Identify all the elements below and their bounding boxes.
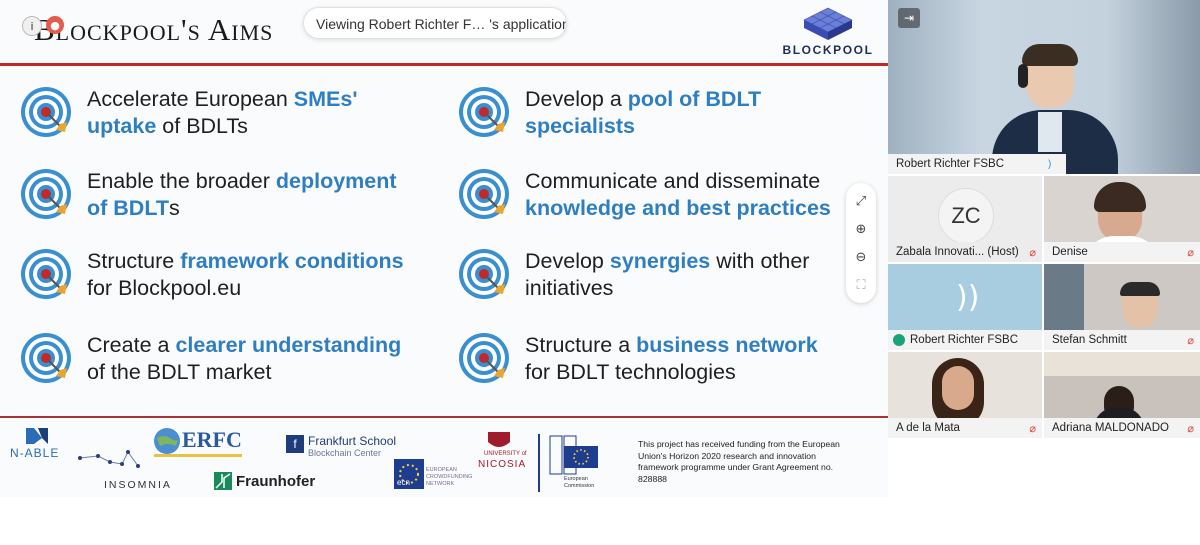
constellation-icon [78,450,140,468]
speaker-video-tile[interactable]: ⇥ Robert Richter FSBC ) [888,0,1200,174]
shelf-background [1044,352,1200,376]
participant-tile[interactable]: )) Robert Richter FSBC [888,264,1042,350]
speaking-icon: ) [1048,159,1052,170]
aim-item: Develop a pool of BDLT specialists [458,86,761,140]
target-icon [21,87,71,137]
erfc-logo: ERFC [152,426,244,457]
meeting-toolbar: i ● [22,16,64,36]
aim-text: Structure framework conditions for Block… [87,249,404,300]
headset-icon [1018,64,1028,88]
eu-stars-icon [394,459,424,489]
mic-muted-icon: ⌀ [1187,246,1194,259]
aim-text: Structure a business network for BDLT te… [525,333,818,384]
target-icon [459,169,509,219]
partner-divider [538,434,540,492]
globe-icon [154,428,180,454]
participant-tile[interactable]: Stefan Schmitt ⌀ [1044,264,1200,350]
collapse-panel-icon[interactable]: ⇥ [898,8,920,28]
fraunhofer-logo: Fraunhofer [214,471,324,493]
european-commission-icon [549,435,598,475]
speaker-collar [1038,112,1062,152]
footer-divider [0,416,888,418]
aim-item: Structure framework conditions for Block… [20,248,404,302]
unic-crest-icon [488,432,510,447]
university-of-nicosia-logo: UNIVERSITY of NICOSIA [476,432,536,472]
title-divider [0,63,888,66]
fraunhofer-mark-icon [214,472,232,490]
aim-text: Develop a pool of BDLT specialists [525,87,762,138]
target-icon [459,87,509,137]
aim-item: Create a clearer understanding of the BD… [20,332,401,386]
funding-statement: This project has received funding from t… [638,439,840,484]
aim-item: Accelerate European SMEs' uptake of BDLT… [20,86,357,140]
target-icon [459,333,509,383]
aim-item: Structure a business network for BDLT te… [458,332,818,386]
participant-avatar: ZC [938,188,994,244]
target-icon [21,169,71,219]
panel-empty-space [888,440,1200,545]
aim-text: Communicate and disseminate knowledge an… [525,169,831,220]
mic-muted-icon: ⌀ [1187,422,1194,435]
target-icon [21,333,71,383]
fullscreen-icon[interactable]: ⛶ [856,277,866,293]
participant-name: A de la Mata [888,418,1042,438]
speaker-hair [1022,44,1078,66]
participant-tile[interactable]: ZC Zabala Innovati... (Host) ⌀ [888,176,1042,262]
blockpool-logo: BLOCKPOOL [776,6,880,58]
blockpool-cubes-icon [803,7,853,40]
participant-name: Robert Richter FSBC [888,154,1066,174]
aim-text: Develop synergies with other initiatives [525,249,810,300]
record-icon[interactable]: ● [46,16,64,34]
screen-share-audio-icon: )) [956,280,980,315]
fit-screen-icon[interactable]: ⤢ [855,193,867,209]
fs-mark-icon: f [286,435,304,453]
aim-text: Create a clearer understanding of the BD… [87,333,402,384]
info-icon[interactable]: i [22,16,42,36]
zoom-out-icon[interactable]: ⊖ [855,249,867,265]
sharing-indicator-icon [893,334,905,346]
aim-text: Enable the broader deployment of BDLTs [87,169,397,220]
zoom-controls: ⤢ ⊕ ⊖ ⛶ [846,183,876,303]
aim-item: Communicate and disseminate knowledge an… [458,168,831,222]
participant-name: Stefan Schmitt [1044,330,1200,350]
participant-name: Adriana MALDONADO [1044,418,1200,438]
participants-panel: ⇥ Robert Richter FSBC ) ZC Zabala Innova… [888,0,1200,545]
insomnia-logo: INSOMNIA [76,448,171,493]
participant-hair [1094,182,1146,212]
slide-title: Blockpool's Aims [34,12,274,47]
participant-name: Denise [1044,242,1200,262]
participant-tile[interactable]: Denise ⌀ [1044,176,1200,262]
participant-tile[interactable]: Adriana MALDONADO ⌀ [1044,352,1200,438]
participant-face [942,366,974,410]
participant-headphones [1120,282,1160,296]
aim-item: Develop synergies with other initiatives [458,248,809,302]
aim-item: Enable the broader deployment of BDLTs [20,168,397,222]
frankfurt-school-logo: f Frankfurt School Blockchain Center [286,434,396,462]
presentation-slide: Blockpool's Aims i ● Viewing Robert Rich… [0,6,888,493]
mic-muted-icon: ⌀ [1029,422,1036,435]
participant-tile[interactable]: A de la Mata ⌀ [888,352,1042,438]
participant-name: Zabala Innovati... (Host) [888,242,1042,262]
aim-text: Accelerate European SMEs' uptake of BDLT… [87,87,358,138]
ecn-logo: ecn EUROPEAN CROWDFUNDING NETWORK [394,458,504,492]
participant-name: Robert Richter FSBC [888,330,1042,350]
zoom-in-icon[interactable]: ⊕ [855,221,867,237]
target-icon [459,249,509,299]
target-icon [21,249,71,299]
blockpool-logo-text: BLOCKPOOL [782,43,874,57]
erfc-swoosh [154,454,242,457]
viewing-application-label[interactable]: Viewing Robert Richter F… 's application [303,7,567,39]
european-commission-logo: European Commission [548,434,628,492]
mic-muted-icon: ⌀ [1187,334,1194,347]
mic-muted-icon: ⌀ [1029,246,1036,259]
nable-mark-icon [26,428,48,444]
shared-screen-area: Blockpool's Aims i ● Viewing Robert Rich… [0,6,888,493]
